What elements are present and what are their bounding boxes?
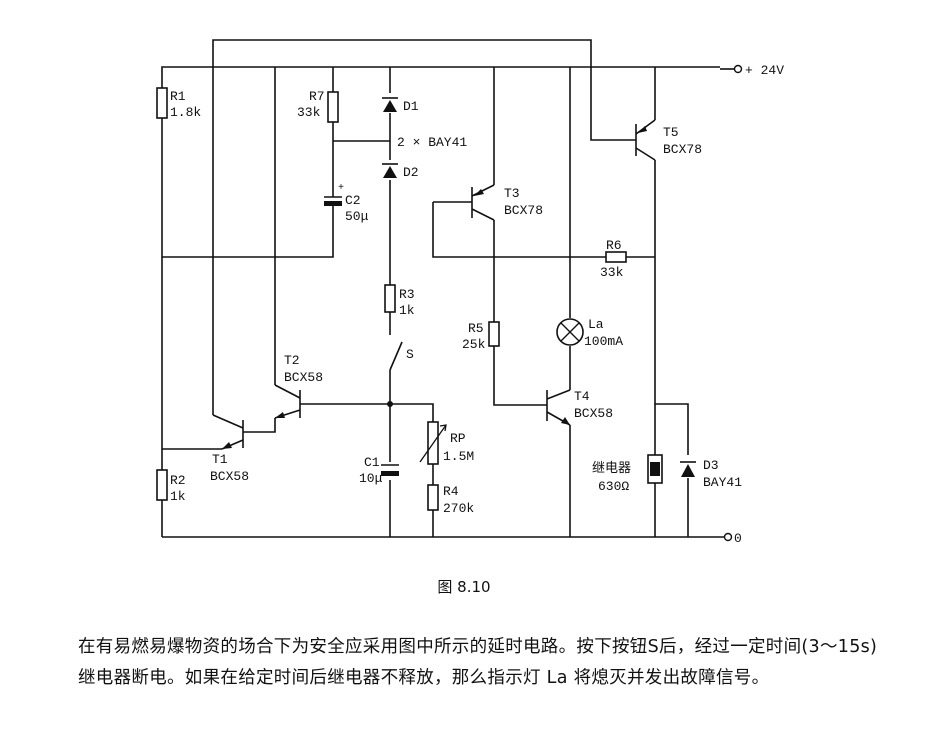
r5-name: R5 (468, 321, 484, 336)
relay-coil (647, 454, 663, 484)
resistor-r7 (327, 91, 339, 123)
c1-value: 10μ (359, 471, 383, 486)
vplus-label: + 24V (745, 63, 784, 78)
d3-name: D3 (703, 458, 719, 473)
relay-value: 630Ω (598, 479, 629, 494)
resistor-r5 (488, 321, 500, 347)
t5-name: T5 (663, 125, 679, 140)
la-name: La (588, 317, 604, 332)
t4-type: BCX58 (574, 406, 613, 421)
transistor-t1 (212, 414, 244, 450)
diode-d2 (382, 163, 398, 178)
resistor-r1 (156, 87, 168, 119)
r2-name: R2 (170, 473, 186, 488)
r7-name: R7 (309, 89, 325, 104)
t2-type: BCX58 (284, 370, 323, 385)
resistor-r2 (156, 469, 168, 501)
rp-value: 1.5M (443, 449, 474, 464)
r4-value: 270k (443, 501, 474, 516)
r2-value: 1k (170, 489, 186, 504)
capacitor-c2 (324, 185, 342, 212)
r6-name: R6 (606, 238, 622, 253)
r3-name: R3 (399, 287, 415, 302)
relay-name: 继电器 (592, 461, 631, 476)
resistor-r4 (427, 484, 439, 511)
t1-type: BCX58 (210, 469, 249, 484)
junction-dot (387, 401, 393, 407)
c2-plus-sign: + (338, 183, 344, 194)
r1-value: 1.8k (170, 105, 201, 120)
t3-type: BCX78 (504, 203, 543, 218)
t1-name: T1 (212, 452, 228, 467)
c1-name: C1 (364, 455, 380, 470)
lamp-la (556, 318, 584, 346)
ground-label: 0 (734, 531, 742, 546)
transistor-t3 (471, 184, 495, 221)
c2-value: 50μ (345, 209, 369, 224)
transistor-t4 (546, 389, 571, 426)
wires (161, 39, 735, 538)
diode-d1 (382, 97, 398, 112)
switch-s (389, 341, 403, 371)
ground-terminal (723, 532, 733, 542)
transistor-t5 (635, 119, 656, 161)
resistor-r6 (605, 251, 627, 263)
t3-name: T3 (504, 186, 520, 201)
capacitor-c1 (381, 464, 399, 476)
c2-name: C2 (345, 193, 361, 208)
r1-name: R1 (170, 89, 186, 104)
d2-name: D2 (403, 165, 419, 180)
figure-caption: 图 8.10 (437, 578, 491, 596)
rp-name: RP (450, 431, 466, 446)
d1-name: D1 (403, 99, 419, 114)
switch-label: S (406, 347, 414, 362)
transistor-t2 (274, 384, 301, 419)
resistor-r3 (384, 284, 396, 313)
potentiometer-rp (419, 421, 447, 465)
t4-name: T4 (574, 389, 590, 404)
description-paragraph: 在有易燃易爆物资的场合下为安全应采用图中所示的延时电路。按下按钮S后，经过一定时… (78, 637, 878, 688)
r7-value: 33k (297, 105, 321, 120)
t5-type: BCX78 (663, 142, 702, 157)
r6-value: 33k (600, 265, 624, 280)
la-value: 100mA (584, 334, 623, 349)
t2-name: T2 (284, 353, 300, 368)
r3-value: 1k (399, 303, 415, 318)
r4-name: R4 (443, 484, 459, 499)
vplus-terminal (733, 64, 743, 74)
diode-pair-label: 2 × BAY41 (397, 135, 467, 150)
r5-value: 25k (462, 337, 486, 352)
d3-type: BAY41 (703, 475, 742, 490)
diode-d3 (680, 461, 696, 477)
